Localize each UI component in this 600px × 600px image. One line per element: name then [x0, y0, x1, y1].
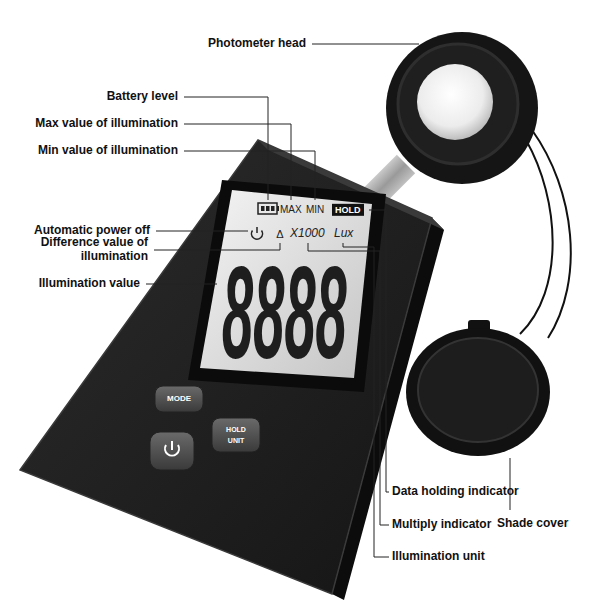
lcd-indicator: X1000	[290, 227, 325, 241]
button-label: HOLD	[226, 426, 246, 434]
meter-body	[20, 140, 432, 594]
lcd-indicator: MAX	[280, 204, 302, 216]
callout-label: Multiply indicator	[392, 518, 491, 532]
battery-bar	[261, 206, 265, 211]
leader-lines	[146, 44, 510, 557]
battery-icon	[258, 203, 277, 214]
battery-nub	[277, 206, 279, 211]
button-label: UNIT	[228, 437, 244, 445]
photometer-ring	[398, 44, 518, 164]
leader-line	[369, 210, 389, 492]
leader-line	[184, 151, 315, 200]
callout-label: Data holding indicator	[392, 485, 519, 499]
callout-label: Photometer head	[208, 37, 306, 51]
sensor-dome	[417, 64, 493, 140]
mode-button	[155, 386, 203, 412]
callout-label: Battery level	[107, 90, 178, 104]
leader-line	[184, 97, 268, 200]
callout-label: Max value of illumination	[35, 117, 178, 131]
leader-line	[156, 231, 248, 232]
callout-label: Min value of illumination	[38, 144, 178, 158]
display-bezel	[188, 180, 386, 392]
leader-line	[184, 124, 291, 200]
callout-label: Illumination value	[39, 277, 140, 291]
leader-line	[343, 243, 389, 557]
callout-label: Shade cover	[497, 517, 568, 531]
lcd-unit: Lux	[334, 227, 353, 241]
lcd-indicator: MIN	[306, 204, 324, 216]
leader-line	[510, 458, 511, 510]
leader-line	[146, 284, 217, 285]
shade-cover-inner	[418, 338, 538, 442]
leader-line	[312, 44, 419, 45]
battery-bar	[266, 206, 270, 211]
lanyard-cord	[532, 130, 571, 338]
lcd-screen	[200, 190, 372, 378]
hold-unit-button	[212, 418, 260, 452]
battery-bar	[271, 206, 275, 211]
lcd-digits: 8888	[222, 246, 347, 378]
shade-cover	[406, 328, 550, 456]
power-symbol	[171, 441, 173, 450]
button-label: MODE	[167, 394, 191, 403]
power-button	[150, 432, 194, 470]
lcd-hold-indicator: HOLD	[332, 204, 364, 216]
lcd-indicator: Δ	[276, 228, 283, 241]
callout-label: Difference value of illumination	[23, 236, 148, 264]
callout-label: Illumination unit	[392, 550, 485, 564]
lanyard-cord	[520, 140, 553, 334]
photometer-head	[386, 32, 538, 184]
power-off-icon	[256, 227, 258, 233]
